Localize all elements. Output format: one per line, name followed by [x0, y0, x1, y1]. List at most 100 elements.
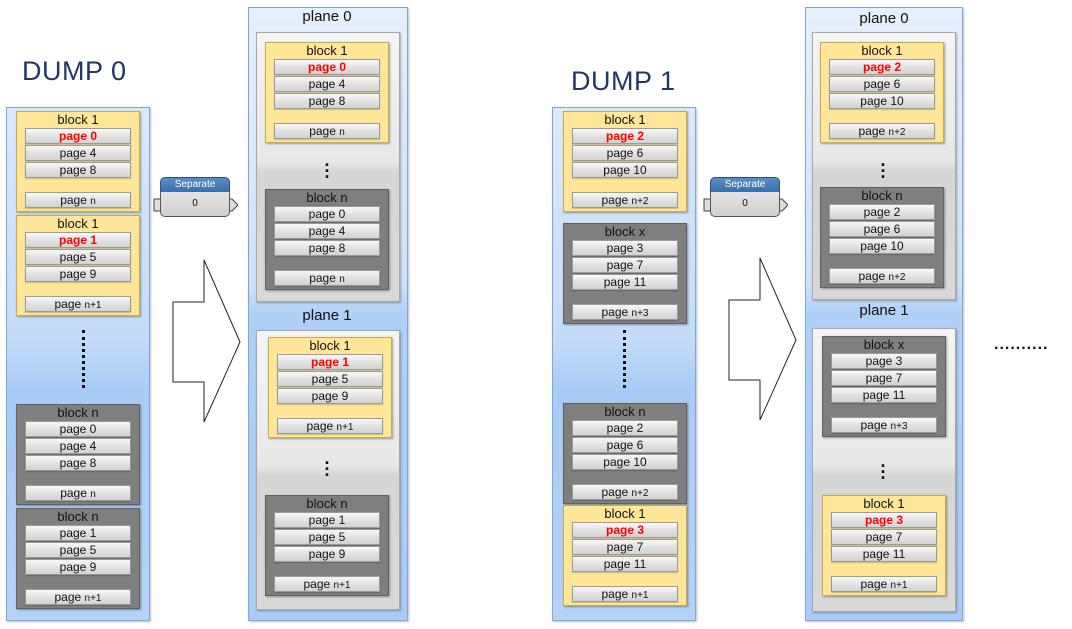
page-cell: page 4 [25, 438, 131, 454]
page-cell: page n+1 [277, 418, 383, 434]
dump-1-title: DUMP 1 [571, 66, 676, 96]
page-cell: page 6 [829, 76, 935, 92]
page-index-sub: n+2 [631, 488, 649, 499]
page-cell: page 5 [274, 529, 380, 545]
page-cell: page 7 [572, 257, 678, 273]
page-cell: page 3 [572, 240, 678, 256]
page-index-sub: n+1 [84, 300, 102, 311]
separate-node-value: 0 [710, 192, 780, 217]
page-cell: page 3 [831, 353, 937, 369]
page-cell: page 1 [25, 232, 131, 248]
page-cell: page 0 [274, 59, 380, 75]
block-title: block n [306, 496, 348, 511]
page-cell: page 9 [25, 559, 131, 575]
page-index-sub: n+3 [631, 308, 649, 319]
block-title: block n [57, 405, 99, 420]
page-cell: page 1 [25, 525, 131, 541]
page-index-sub: n+2 [631, 196, 649, 207]
page-index-sub: n+1 [890, 580, 908, 591]
vertical-ellipsis: ... [324, 150, 330, 182]
page-cell: page n+1 [25, 296, 131, 312]
page-cell: page n+1 [572, 586, 678, 602]
separate-node[interactable]: Separate 0 [702, 177, 788, 219]
page-cell: page 9 [274, 546, 380, 562]
block-title: block 1 [306, 43, 348, 58]
page-index-sub: n [339, 274, 345, 285]
page-cell: page n [274, 123, 380, 139]
page-cell: page n+2 [829, 123, 935, 139]
page-cell: page 0 [25, 421, 131, 437]
page-cell: page 10 [572, 454, 678, 470]
page-cell: page 3 [572, 522, 678, 538]
plane-label: plane 1 [859, 302, 909, 319]
page-index-sub: n+2 [888, 272, 906, 283]
continuation-ellipsis: .......... [994, 336, 1049, 353]
page-cell: page 2 [572, 128, 678, 144]
page-cell: page 1 [274, 512, 380, 528]
block-title: block 1 [604, 506, 646, 521]
page-cell: page 4 [25, 145, 131, 161]
separate-node[interactable]: Separate 0 [152, 177, 238, 219]
page-cell: page 11 [572, 556, 678, 572]
page-cell: page 2 [829, 59, 935, 75]
page-cell: page 8 [25, 455, 131, 471]
page-cell: page 3 [831, 512, 937, 528]
page-cell: page n+2 [829, 268, 935, 284]
page-cell: page 7 [831, 370, 937, 386]
block-title: block x [863, 337, 905, 352]
separate-node-value: 0 [160, 192, 230, 217]
page-cell: page 6 [572, 145, 678, 161]
page-cell: page 11 [831, 387, 937, 403]
page-cell: page n+2 [572, 192, 678, 208]
page-cell: page 8 [274, 93, 380, 109]
page-index-sub: n+3 [890, 421, 908, 432]
plane-label: plane 0 [859, 10, 909, 27]
vertical-ellipsis: ... [324, 448, 330, 480]
separate-node-title: Separate [710, 177, 780, 193]
plane-label: plane 0 [302, 8, 352, 25]
page-cell: page 1 [277, 354, 383, 370]
page-cell: page n+1 [274, 576, 380, 592]
page-cell: page n+1 [25, 589, 131, 605]
page-cell: page 5 [25, 249, 131, 265]
page-index-sub: n [90, 489, 96, 500]
page-cell: page n [25, 485, 131, 501]
page-cell: page 9 [25, 266, 131, 282]
page-cell: page 10 [829, 93, 935, 109]
page-index-sub: n+1 [84, 593, 102, 604]
block-title: block 1 [863, 496, 905, 511]
page-cell: page 11 [831, 546, 937, 562]
block-title: block n [604, 404, 646, 419]
separate-node-title: Separate [160, 177, 230, 193]
page-index-sub: n [339, 127, 345, 138]
page-cell: page n [274, 270, 380, 286]
page-cell: page 2 [572, 420, 678, 436]
plane-label: plane 1 [302, 307, 352, 324]
page-cell: page n+3 [572, 304, 678, 320]
block-title: block n [861, 188, 903, 203]
page-cell: page n+3 [831, 417, 937, 433]
vertical-ellipsis [82, 330, 88, 388]
page-index-sub: n+1 [333, 580, 351, 591]
block-title: block 1 [604, 112, 646, 127]
page-cell: page n+2 [572, 484, 678, 500]
dump-0-title: DUMP 0 [22, 56, 127, 86]
vertical-ellipsis [623, 330, 629, 388]
page-cell: page 9 [277, 388, 383, 404]
block-title: block 1 [57, 112, 99, 127]
page-cell: page 6 [572, 437, 678, 453]
page-cell: page 2 [829, 204, 935, 220]
page-cell: page 7 [572, 539, 678, 555]
page-index-sub: n+1 [631, 590, 649, 601]
block-title: block 1 [57, 216, 99, 231]
